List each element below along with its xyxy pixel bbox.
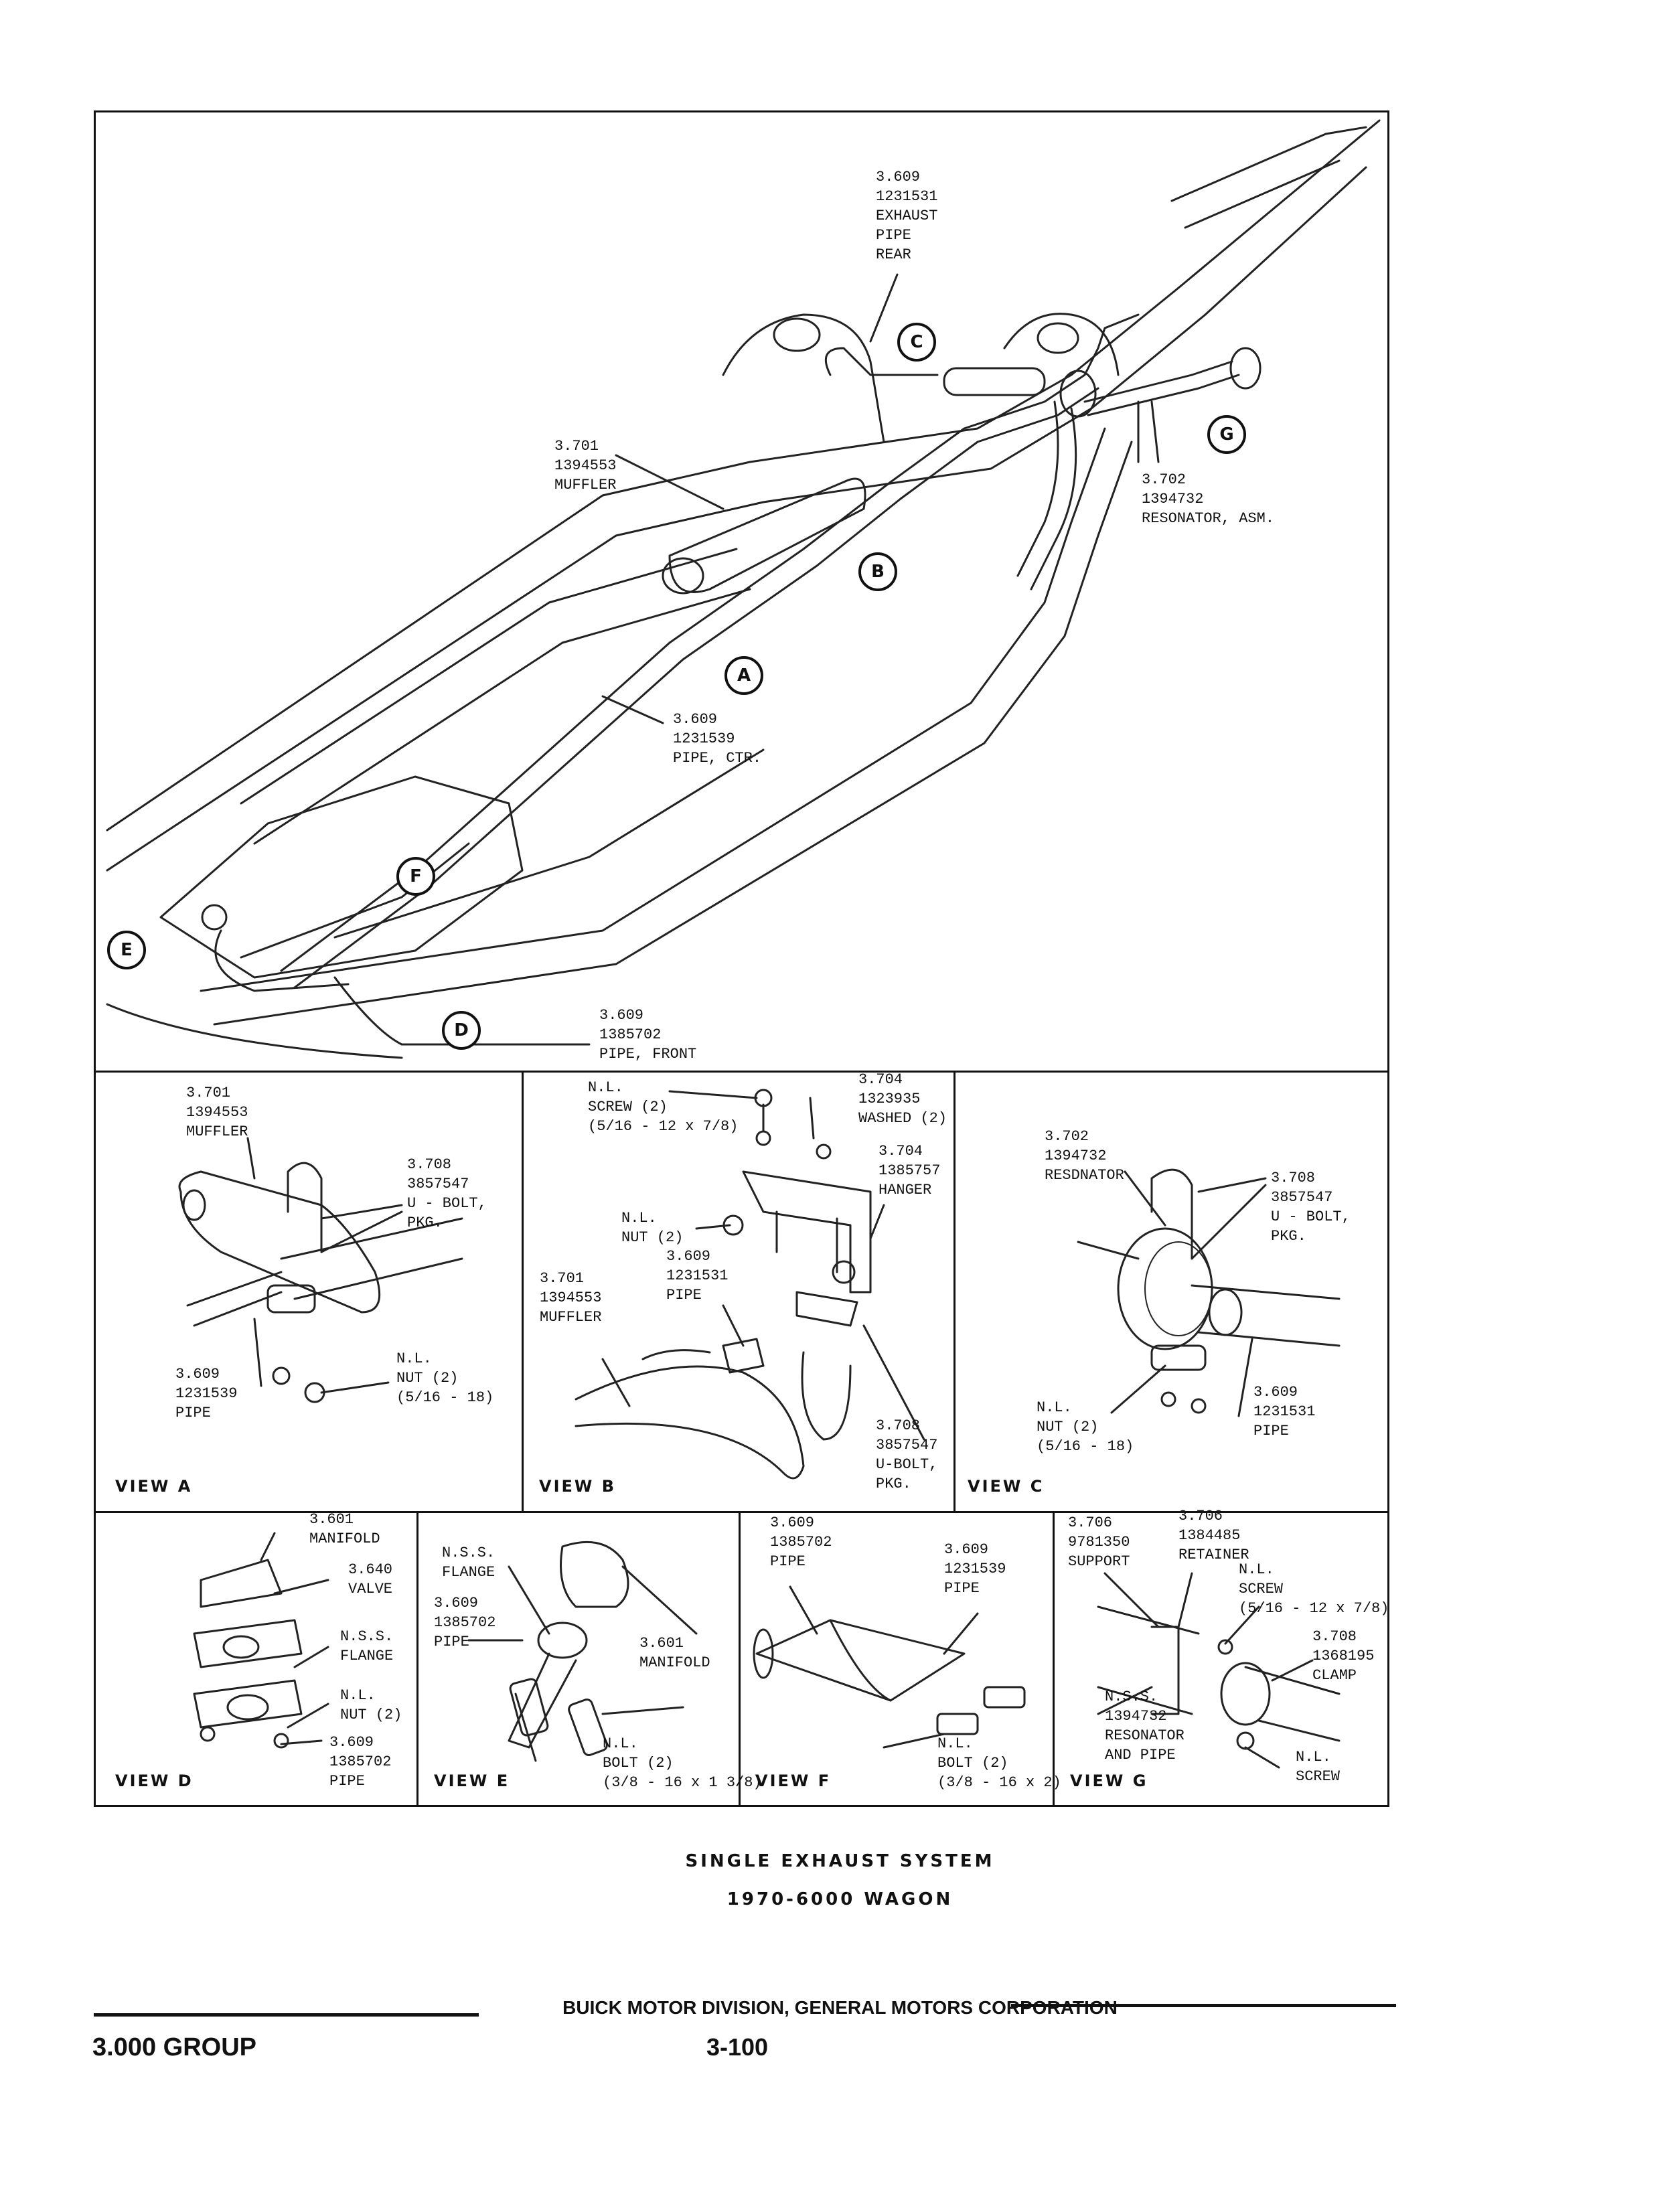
view-d-title: VIEW D	[115, 1772, 194, 1790]
view-f-lines	[753, 1619, 1026, 1735]
view-g-label-screw-top: N.L. SCREW (5/16 - 12 x 7/8)	[1239, 1561, 1389, 1617]
footer-group: 3.000 GROUP	[92, 2033, 256, 2061]
view-g-label-resonator-pipe: N.S.S. 1394732 RESONATOR AND PIPE	[1105, 1688, 1185, 1763]
view-g-lines	[1097, 1605, 1341, 1750]
view-f-label-pipe-front: 3.609 1385702 PIPE	[770, 1514, 832, 1570]
label-exhaust-pipe-rear: 3.609 1231531 EXHAUST PIPE REAR	[876, 169, 938, 263]
view-c-lines	[1077, 1168, 1341, 1414]
view-g-frame	[1053, 1511, 1389, 1807]
view-marker-b: B	[858, 552, 897, 591]
view-c-label-pipe: 3.609 1231531 PIPE	[1253, 1384, 1316, 1439]
view-d-label-nut: N.L. NUT (2)	[340, 1687, 402, 1723]
view-e-title: VIEW E	[434, 1772, 510, 1790]
exhaust-pipe-run	[280, 313, 1262, 989]
view-f-title: VIEW F	[755, 1772, 832, 1790]
label-resonator: 3.702 1394732 RESONATOR, ASM.	[1142, 471, 1275, 527]
view-e-label-pipe: 3.609 1385702 PIPE	[434, 1595, 496, 1650]
view-f-label-pipe-ctr: 3.609 1231539 PIPE	[944, 1541, 1006, 1597]
view-e-label-bolt: N.L. BOLT (2) (3/8 - 16 x 1 3/8)	[603, 1735, 762, 1791]
view-e-lines	[508, 1541, 629, 1762]
view-e-leaders	[467, 1565, 698, 1715]
footer-rule-right	[1011, 2004, 1396, 2007]
footer-rule-left	[94, 2013, 479, 2017]
view-d-leaders	[260, 1532, 329, 1745]
view-a-leaders	[246, 1137, 403, 1394]
view-b-lines	[575, 1089, 872, 1480]
view-marker-g: G	[1207, 415, 1246, 454]
view-b-leaders	[601, 1090, 925, 1441]
view-c-leaders	[1110, 1170, 1267, 1417]
main-view-leaders	[400, 273, 1160, 1046]
footer-division: BUICK MOTOR DIVISION, GENERAL MOTORS COR…	[562, 1997, 1118, 2018]
view-g-label-clamp: 3.708 1368195 CLAMP	[1312, 1628, 1375, 1684]
label-pipe-ctr: 3.609 1231539 PIPE, CTR.	[673, 711, 762, 767]
view-g-label-support: 3.706 9781350 SUPPORT	[1068, 1514, 1130, 1570]
chassis-frame	[106, 119, 1381, 1026]
view-c-label-nut: N.L. NUT (2) (5/16 - 18)	[1037, 1399, 1134, 1455]
view-marker-d: D	[442, 1011, 481, 1050]
view-e-label-flange: N.S.S. FLANGE	[442, 1545, 495, 1581]
view-f-leaders	[789, 1585, 979, 1749]
view-b-label-hanger: 3.704 1385757 HANGER	[879, 1143, 941, 1198]
view-marker-c: C	[897, 323, 936, 362]
view-a-title: VIEW A	[115, 1477, 193, 1496]
view-a-label-ubolt: 3.708 3857547 U - BOLT, PKG.	[407, 1156, 487, 1231]
view-d-label-manifold: 3.601 MANIFOLD	[309, 1511, 380, 1547]
view-g-label-retainer: 3.706 1384485 RETAINER	[1178, 1508, 1249, 1563]
view-c-title: VIEW C	[968, 1477, 1045, 1496]
view-a-label-muffler: 3.701 1394553 MUFFLER	[186, 1085, 248, 1140]
view-b-label-washer: 3.704 1323935 WASHED (2)	[858, 1071, 947, 1127]
view-e-label-manifold: 3.601 MANIFOLD	[639, 1635, 710, 1671]
caption-model: 1970-6000 WAGON	[727, 1889, 953, 1909]
view-d-lines	[193, 1559, 303, 1749]
view-a-lines	[178, 1162, 463, 1403]
view-a-label-pipe: 3.609 1231539 PIPE	[175, 1366, 238, 1421]
footer-page-number: 3-100	[706, 2033, 769, 2061]
view-c-label-ubolt: 3.708 3857547 U - BOLT, PKG.	[1271, 1170, 1351, 1245]
view-d-label-pipe: 3.609 1385702 PIPE	[329, 1734, 392, 1790]
view-c-label-resonator: 3.702 1394732 RESDNATOR	[1045, 1128, 1124, 1184]
view-marker-f: F	[396, 857, 435, 896]
view-b-label-nut: N.L. NUT (2)	[621, 1210, 684, 1246]
view-g-leaders	[1097, 1572, 1314, 1769]
label-muffler: 3.701 1394553 MUFFLER	[554, 438, 617, 493]
view-g-title: VIEW G	[1070, 1772, 1148, 1790]
view-b-label-screw: N.L. SCREW (2) (5/16 - 12 x 7/8)	[588, 1079, 739, 1135]
view-b-label-pipe: 3.609 1231531 PIPE	[666, 1248, 729, 1304]
view-b-label-ubolt: 3.708 3857547 U-BOLT, PKG.	[876, 1417, 938, 1492]
view-d-label-valve: 3.640 VALVE	[348, 1561, 393, 1597]
view-marker-a: A	[724, 656, 763, 695]
view-marker-e: E	[107, 931, 146, 969]
view-g-label-screw-bottom: N.L. SCREW	[1296, 1749, 1341, 1785]
view-b-label-muffler: 3.701 1394553 MUFFLER	[540, 1270, 602, 1326]
view-b-title: VIEW B	[539, 1477, 617, 1496]
view-d-label-flange: N.S.S. FLANGE	[340, 1628, 394, 1664]
caption-title: SINGLE EXHAUST SYSTEM	[685, 1851, 995, 1871]
view-a-label-nut: N.L. NUT (2) (5/16 - 18)	[396, 1350, 494, 1406]
engine-outline	[106, 775, 524, 1059]
label-pipe-front: 3.609 1385702 PIPE, FRONT	[599, 1007, 697, 1063]
view-f-label-bolt: N.L. BOLT (2) (3/8 - 16 x 2)	[937, 1735, 1061, 1791]
